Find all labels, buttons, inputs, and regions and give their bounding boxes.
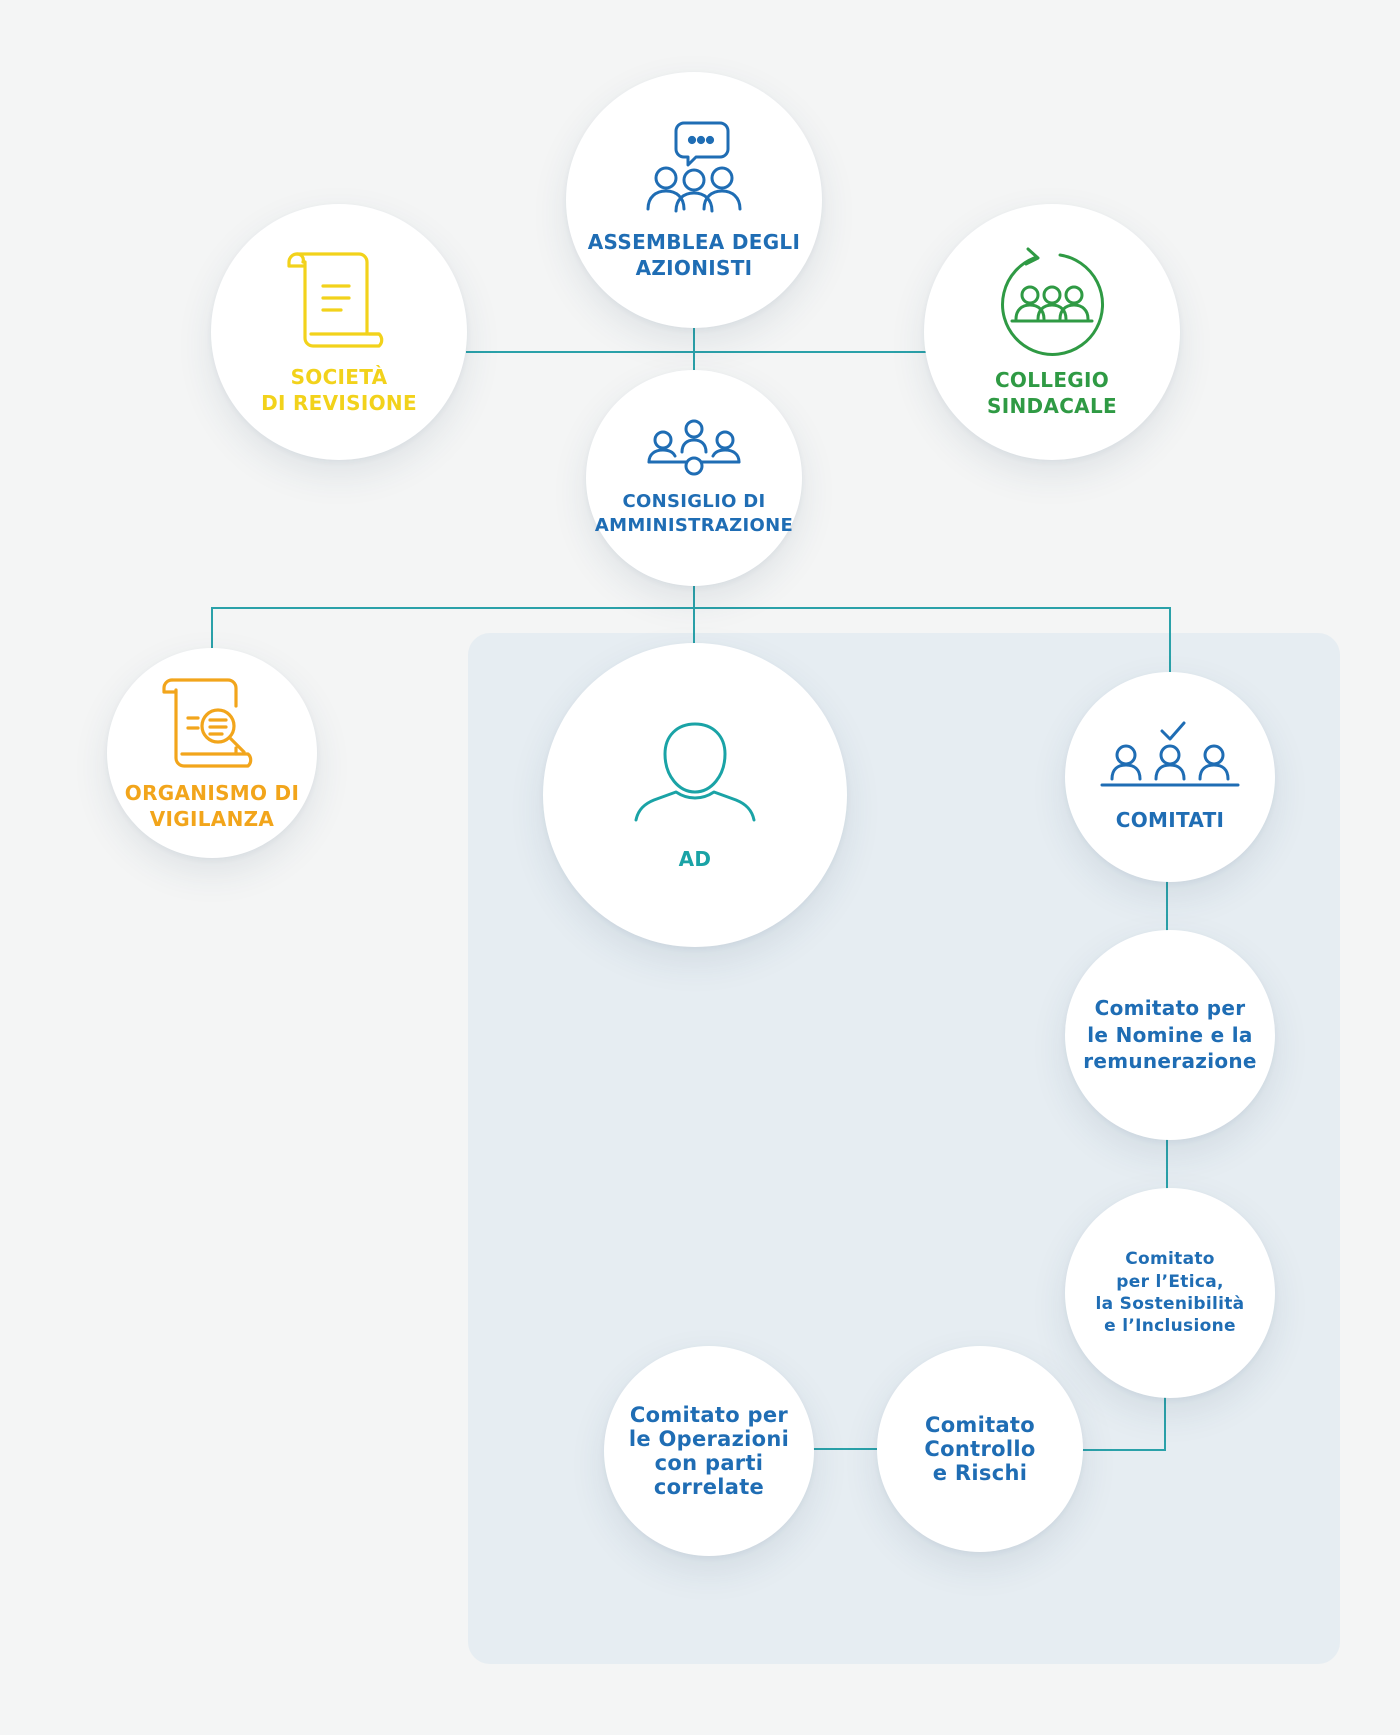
node-label: COMITATI [1115,807,1225,832]
node-comitato-controllo[interactable]: Comitato Controllo e Rischi [877,1346,1083,1552]
node-label: SOCIETÀ DI REVISIONE [261,364,417,415]
person-icon [634,722,756,822]
node-societa-revisione[interactable]: SOCIETÀ DI REVISIONE [211,204,467,460]
scroll-document-icon [287,252,384,348]
node-label: ORGANISMO DI VIGILANZA [124,780,300,831]
scroll-magnifier-icon [162,678,253,768]
node-assemblea-azionisti[interactable]: ASSEMBLEA DEGLI AZIONISTI [566,72,822,328]
node-comitato-nomine[interactable]: Comitato per le Nomine e la remunerazion… [1065,930,1275,1140]
board-network-icon [647,419,741,476]
connector-branch-bar [211,607,1171,674]
node-comitati[interactable]: COMITATI [1065,672,1275,882]
node-label: AD [678,846,712,871]
node-comitato-operazioni[interactable]: Comitato per le Operazioni con parti cor… [604,1346,814,1556]
node-organismo-vigilanza[interactable]: ORGANISMO DI VIGILANZA [107,648,317,858]
node-label: ASSEMBLEA DEGLI AZIONISTI [587,229,801,280]
node-label: Comitato per l’Etica, la Sostenibilità e… [1095,1249,1245,1337]
committee-check-icon [1100,721,1240,787]
node-label: Comitato per le Operazioni con parti cor… [628,1402,790,1500]
node-label: Comitato Controllo e Rischi [924,1412,1036,1486]
node-comitato-etica[interactable]: Comitato per l’Etica, la Sostenibilità e… [1065,1188,1275,1398]
node-ad[interactable]: AD [543,643,847,947]
node-label: Comitato per le Nomine e la remunerazion… [1083,996,1257,1074]
node-consiglio-amministrazione[interactable]: CONSIGLIO DI AMMINISTRAZIONE [586,370,802,586]
shareholders-meeting-icon [646,121,742,213]
board-cycle-icon [1001,247,1105,356]
node-label: CONSIGLIO DI AMMINISTRAZIONE [594,491,794,536]
connector-etica-controllo [1081,1396,1166,1451]
node-label: COLLEGIO SINDACALE [987,367,1117,418]
node-collegio-sindacale[interactable]: COLLEGIO SINDACALE [924,204,1180,460]
